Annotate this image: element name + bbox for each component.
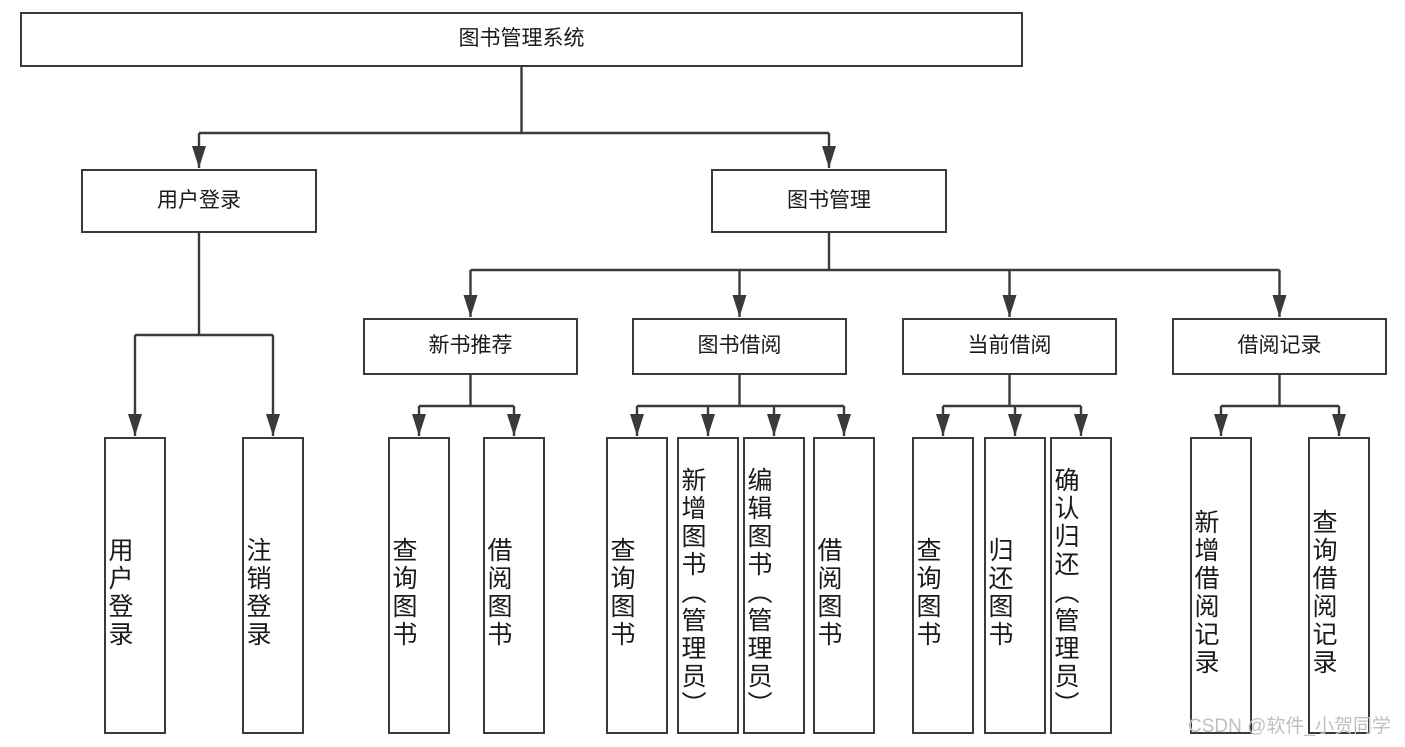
node-leaf-query-book-3: 查询图书 (912, 437, 974, 734)
node-label: 借阅记录 (1237, 334, 1322, 358)
node-label: 新书推荐 (428, 334, 513, 358)
node-label: 借阅图书 (484, 536, 512, 649)
node-label: 新增借阅记录 (1191, 508, 1219, 677)
edge-arrowhead (1272, 295, 1287, 317)
node-label: 图书管理系统 (458, 27, 585, 51)
node-label: 编辑图书（管理员） (744, 466, 772, 719)
csdn-watermark: CSDN @软件_小贺同学 (1188, 716, 1391, 737)
node-current: 当前借阅 (902, 318, 1117, 375)
node-label: 借阅图书 (814, 536, 842, 649)
node-label: 图书管理 (787, 188, 871, 212)
node-borrow: 图书借阅 (632, 318, 847, 375)
edge-arrowhead (822, 146, 836, 168)
node-label: 查询图书 (607, 536, 635, 649)
edge-arrowhead (767, 414, 781, 436)
edge-arrowhead (463, 295, 478, 317)
node-root: 图书管理系统 (20, 12, 1023, 67)
node-leaf-user-login: 用户登录 (104, 437, 166, 734)
node-label: 查询图书 (913, 536, 941, 649)
node-leaf-add-record: 新增借阅记录 (1190, 437, 1252, 734)
node-leaf-borrow-book-2: 借阅图书 (813, 437, 875, 734)
node-label: 新增图书（管理员） (678, 466, 706, 719)
edge-arrowhead (412, 414, 426, 436)
node-leaf-query-book-2: 查询图书 (606, 437, 668, 734)
node-leaf-add-book: 新增图书（管理员） (677, 437, 739, 734)
node-label: 确认归还（管理员） (1051, 466, 1079, 719)
edge-arrowhead (507, 414, 521, 436)
edge-arrowhead (837, 414, 851, 436)
edge-arrowhead (1002, 295, 1017, 317)
edge-arrowhead (266, 414, 280, 436)
edge-arrowhead (1074, 414, 1088, 436)
edge-arrowhead (701, 414, 715, 436)
node-leaf-query-book-1: 查询图书 (388, 437, 450, 734)
edge-arrowhead (1214, 414, 1228, 436)
node-label: 查询借阅记录 (1309, 508, 1337, 677)
edge-arrowhead (1008, 414, 1022, 436)
node-label: 用户登录 (105, 536, 133, 649)
node-leaf-edit-book: 编辑图书（管理员） (743, 437, 805, 734)
node-label: 注销登录 (243, 536, 271, 649)
edge-arrowhead (630, 414, 644, 436)
node-leaf-borrow-book-1: 借阅图书 (483, 437, 545, 734)
node-label: 用户登录 (157, 188, 241, 212)
edge-arrowhead (128, 414, 142, 436)
edge-arrowhead (1332, 414, 1346, 436)
node-leaf-confirm-return: 确认归还（管理员） (1050, 437, 1112, 734)
edge-arrowhead (192, 146, 206, 168)
node-leaf-return-book: 归还图书 (984, 437, 1046, 734)
node-label: 查询图书 (389, 536, 417, 649)
edge-arrowhead (936, 414, 950, 436)
edge-arrowhead (732, 295, 747, 317)
node-login: 用户登录 (81, 169, 317, 233)
node-leaf-query-record: 查询借阅记录 (1308, 437, 1370, 734)
node-bookmgr: 图书管理 (711, 169, 947, 233)
node-label: 图书借阅 (697, 334, 782, 358)
node-leaf-logout: 注销登录 (242, 437, 304, 734)
node-newbook: 新书推荐 (363, 318, 578, 375)
node-label: 归还图书 (985, 536, 1013, 649)
node-records: 借阅记录 (1172, 318, 1387, 375)
node-label: 当前借阅 (967, 334, 1052, 358)
